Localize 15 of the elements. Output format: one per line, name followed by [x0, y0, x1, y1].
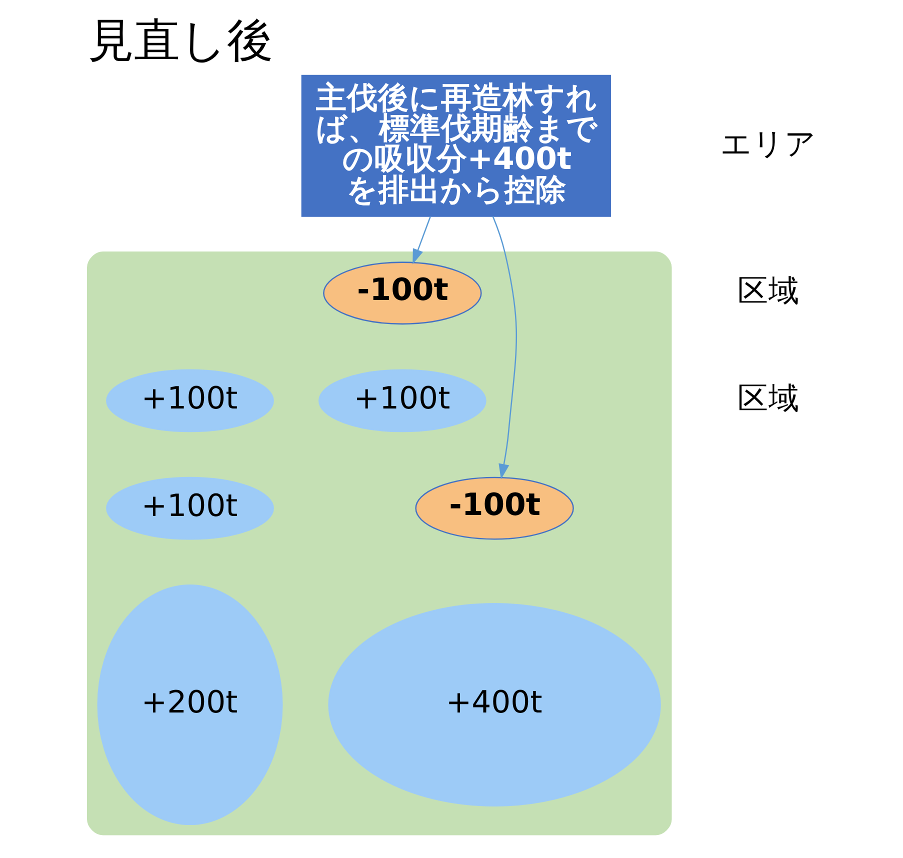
label: 区域: [736, 381, 799, 416]
node-ellipse: +100t: [106, 476, 274, 540]
label: エリア: [720, 126, 816, 162]
label: 区域: [736, 274, 799, 309]
node-box: 主伐後に再造林すれば、標準伐期齢までの吸収分+400tを排出から控除: [300, 74, 610, 216]
node-ellipse: +100t: [106, 368, 274, 432]
cluster: [86, 250, 672, 835]
node-ellipse: +200t: [96, 584, 282, 825]
arrow: [412, 216, 430, 264]
node-ellipse: +400t: [328, 602, 660, 806]
diagram-title: 見直し後: [87, 12, 272, 67]
node-ellipse: -100t: [414, 476, 574, 540]
node-ellipse: -100t: [322, 261, 482, 324]
node-ellipse: +100t: [318, 368, 486, 432]
arrow: [492, 216, 516, 479]
